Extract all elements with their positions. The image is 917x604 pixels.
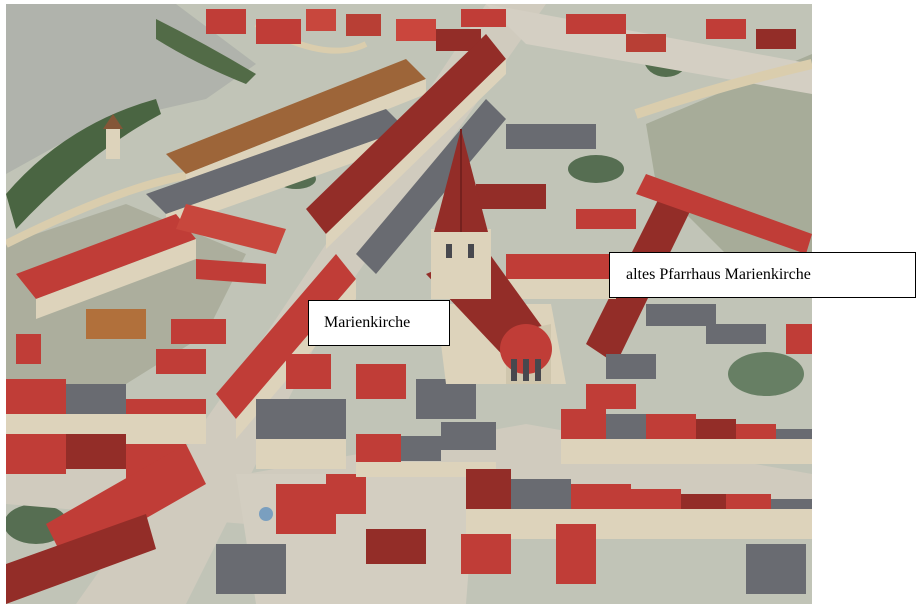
houses-main-road [216,34,506,439]
label-pfarrhaus-text: altes Pfarrhaus Marienkirche [626,266,811,283]
houses-center [256,354,496,477]
houses-left [16,204,286,374]
label-pfarrhaus: altes Pfarrhaus Marienkirche [609,252,916,298]
houses-bottom-right [461,409,812,594]
houses-bottom-left [6,379,426,604]
label-marienkirche: Marienkirche [308,300,450,346]
label-marienkirche-text: Marienkirche [324,314,411,331]
hedge-left [6,99,161,229]
marienkirche-church [426,129,566,384]
fountain [259,507,273,521]
houses-top [206,9,796,52]
houses-brown-row [146,59,426,229]
